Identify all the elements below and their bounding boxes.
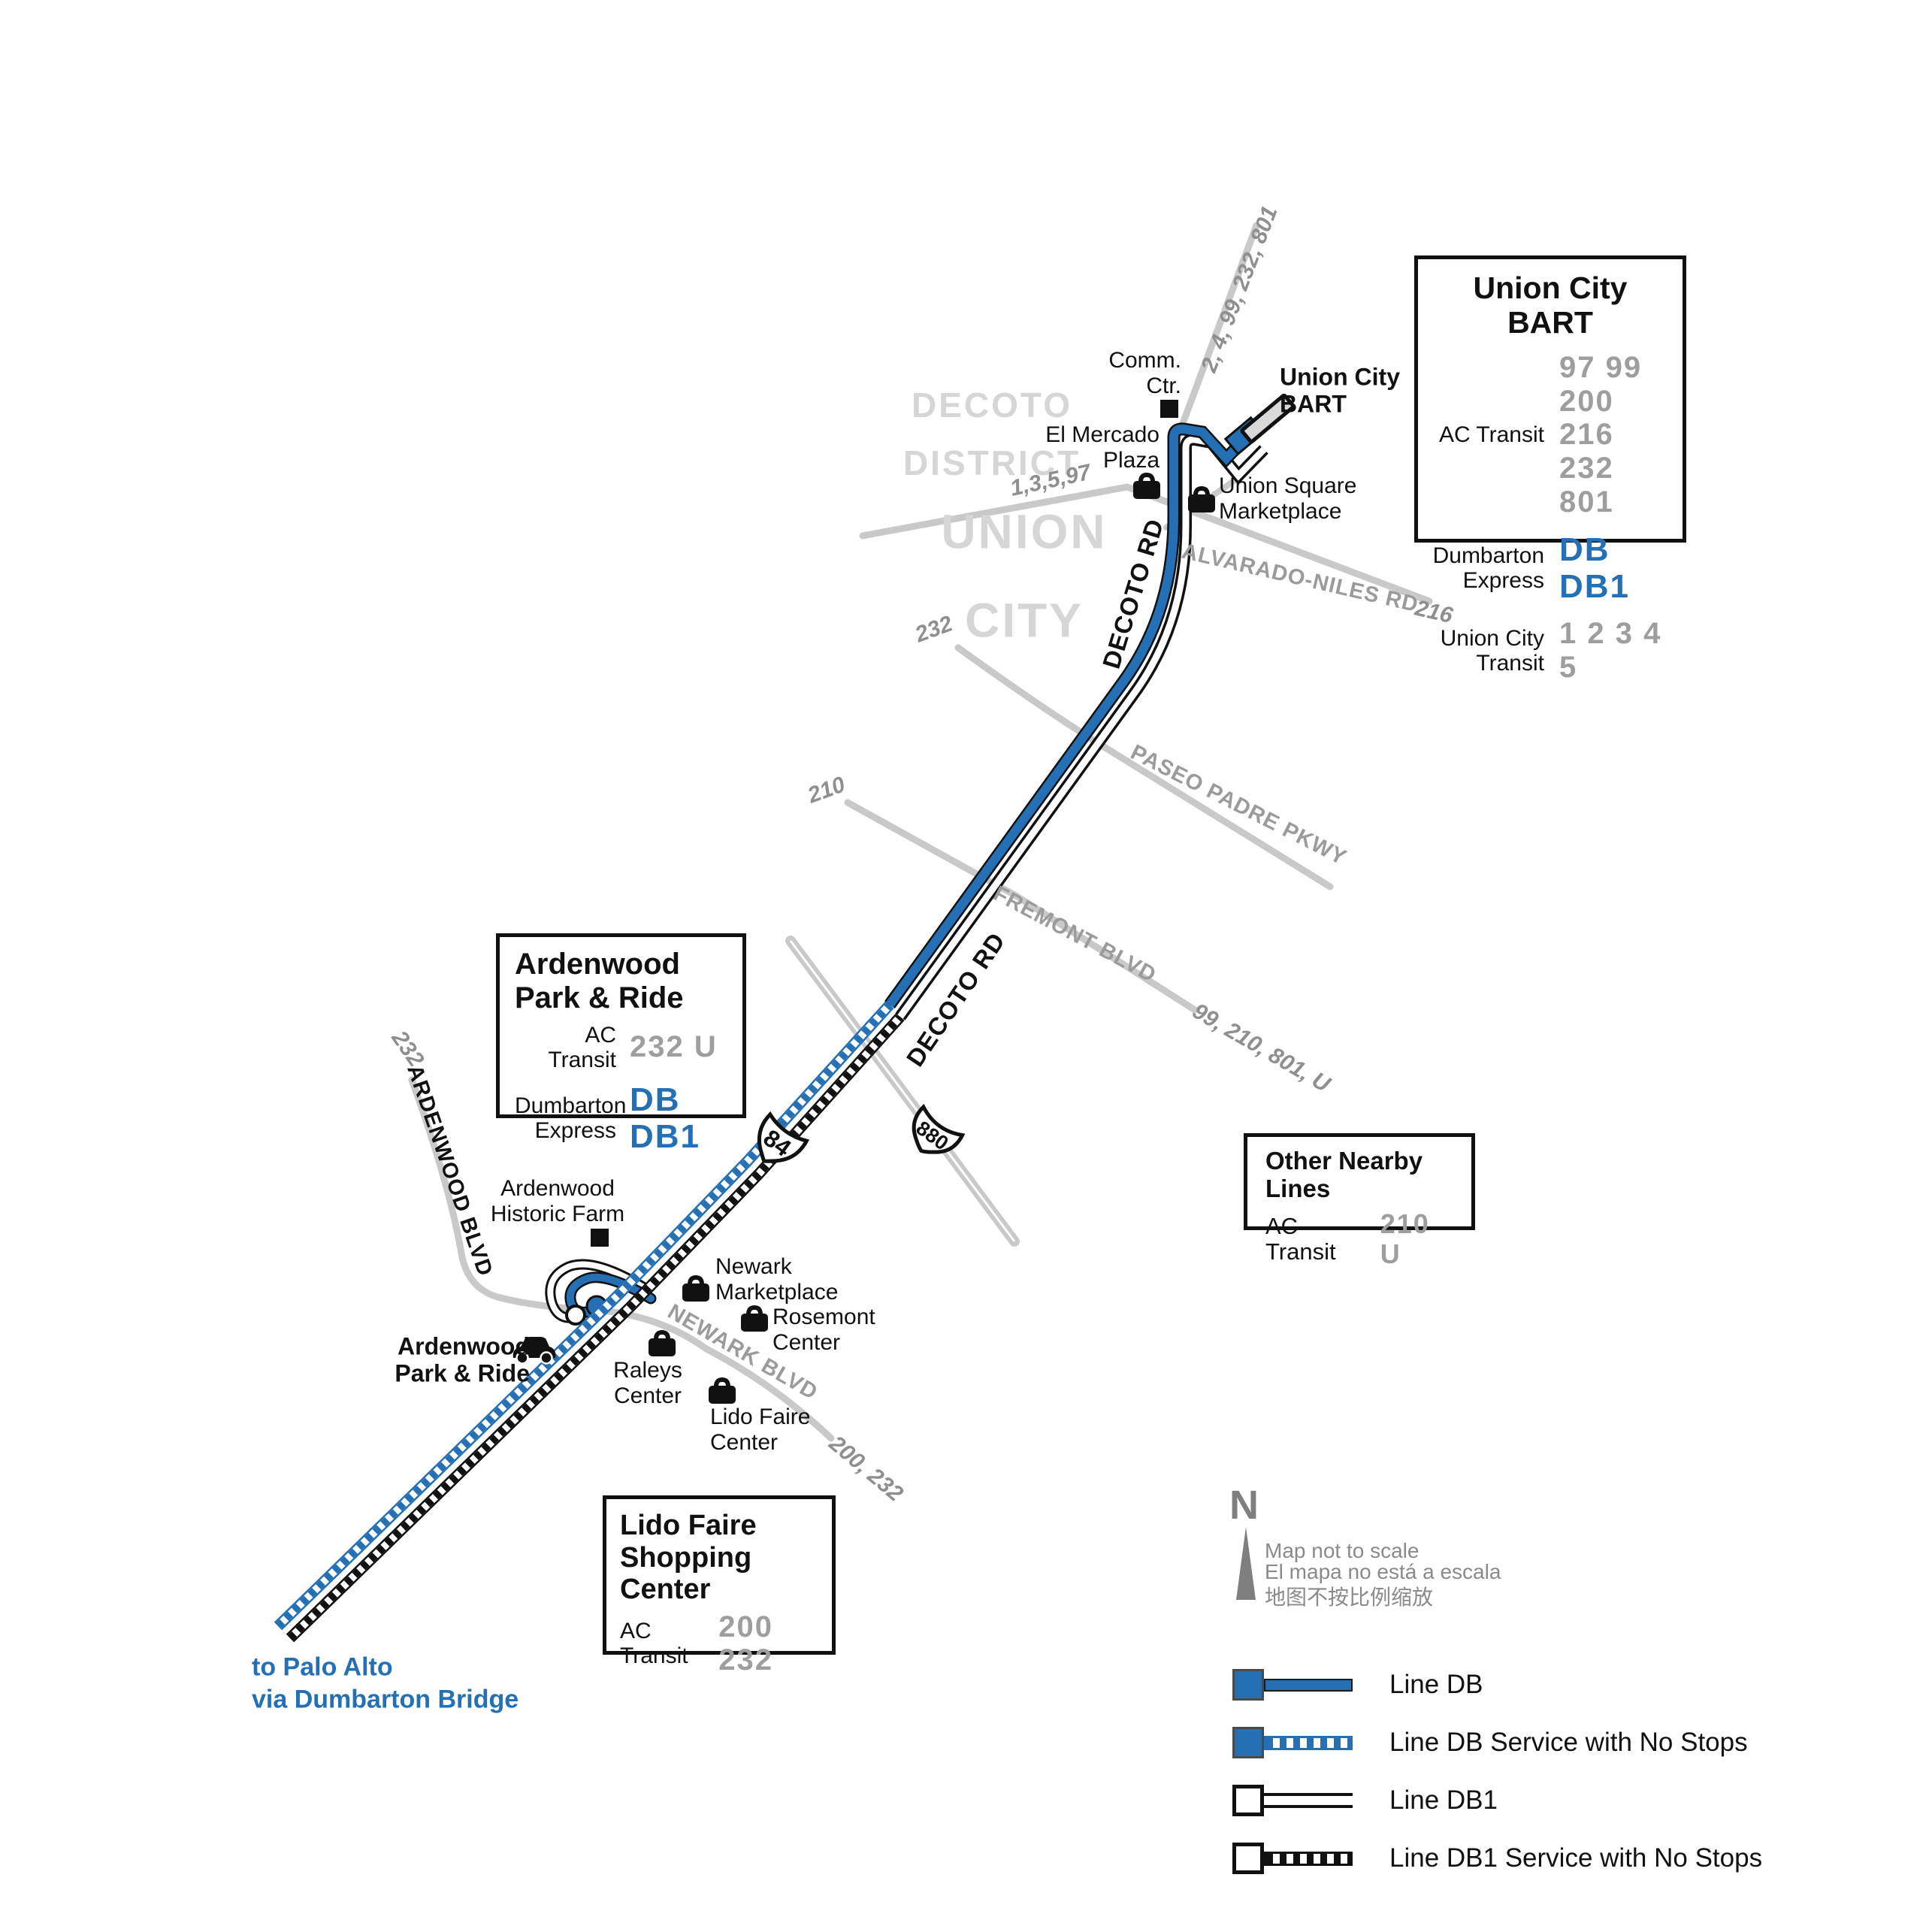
route-db1-no-stops [286,1012,905,1643]
info-box-title: Union City BART [1473,271,1628,340]
agency-label-ac-transit: AC Transit [1438,422,1544,448]
bart-station-icon [1240,393,1296,444]
scale-note-es: El mapa no está a escala [1265,1560,1501,1583]
line-db1-swatch-icon [1232,1785,1386,1816]
route-db-solid [884,422,1254,1008]
union-square-bag-icon [1188,488,1215,512]
scale-note-zh: 地图不按比例缩放 [1265,1586,1434,1609]
landmark-label-newark-marketplace: Newark Marketplace [715,1253,839,1305]
landmark-label-lido-faire: Lido Faire Center [710,1404,811,1455]
legend-item-line-db1: Line DB1 [1232,1785,1762,1816]
legend-item-line-db-no-stops: Line DB Service with No Stops [1232,1727,1762,1758]
landmark-label-rosemont: Rosemont Center [772,1304,875,1355]
el-mercado-bag-icon [1133,475,1160,499]
line-db1-no-stops-swatch-icon [1232,1843,1386,1874]
info-box-union-city-bart: Union City BART AC Transit 97 99 200 216… [1414,255,1686,684]
interstate-880-shield: 880 [912,1103,966,1155]
agency-label-ac-transit: AC Transit [548,1022,616,1072]
road-alvarado-niles [859,483,1433,605]
legend-item-line-db: Line DB [1232,1669,1762,1701]
district-label-district: DISTRICT [903,443,1081,482]
agency-routes-dumbarton-express: DB DB1 [630,1081,701,1155]
agency-label-union-city-transit: Union City Transit [1440,626,1544,676]
info-box-title: Ardenwood Park & Ride [515,948,684,1014]
agency-routes-union-city-transit: 1 2 3 4 5 [1559,617,1662,685]
landmark-label-union-square: Union Square Marketplace [1219,473,1357,524]
legend-item-line-db1-no-stops: Line DB1 Service with No Stops [1232,1843,1762,1874]
lido-faire-bag-icon [709,1380,736,1404]
comm-ctr-square-icon [1160,400,1178,418]
ardenwood-farm-square-icon [591,1229,609,1247]
info-box-ardenwood: Ardenwood Park & Ride AC Transit 232 U D… [496,933,746,1155]
road-fremont-blvd [844,799,1199,1014]
legend-label: Line DB [1389,1670,1483,1699]
line-db-swatch-icon [1232,1669,1386,1701]
destination-label-palo-alto: to Palo Alto via Dumbarton Bridge [252,1652,519,1714]
landmark-label-el-mercado: El Mercado Plaza [1045,422,1160,473]
city-label-city: CITY [965,593,1084,648]
newark-marketplace-bag-icon [682,1277,709,1302]
db1-loop-stop-icon [565,1305,586,1326]
line-db-no-stops-swatch-icon [1232,1727,1386,1758]
north-label: N [1229,1483,1259,1528]
landmark-label-ardenwood-pnr: Ardenwood Park & Ride [395,1332,530,1387]
road-bart-north [1173,222,1260,443]
city-label-union: UNION [941,504,1108,559]
info-box-title: Lido Faire Shopping Center [620,1510,757,1606]
rosemont-bag-icon [741,1308,768,1332]
info-box-title: Other Nearby Lines [1265,1147,1423,1202]
route-db1-loop [545,1259,650,1323]
freeway-880 [785,936,1020,1247]
district-label-decoto: DECOTO [912,385,1072,425]
agency-label-ac-transit: AC Transit [620,1619,688,1669]
agency-routes-dumbarton-express: DB DB1 [1559,531,1631,606]
agency-routes-ac-transit: 97 99 200 216 232 801 [1559,350,1643,519]
scale-note-en: Map not to scale [1265,1539,1420,1562]
legend-label: Line DB Service with No Stops [1389,1728,1748,1757]
info-box-lido-faire: Lido Faire Shopping Center AC Transit 20… [603,1495,836,1677]
agency-label-dumbarton-express: Dumbarton Express [515,1093,627,1143]
agency-label-ac-transit: AC Transit [1265,1213,1336,1265]
agency-routes-ac-transit: 200 232 [718,1610,773,1677]
north-arrow-icon [1236,1527,1256,1600]
landmark-label-union-city-bart: Union City BART [1280,363,1400,418]
landmark-label-ardenwood-farm: Ardenwood Historic Farm [490,1175,625,1226]
legend-label: Line DB1 Service with No Stops [1389,1843,1763,1873]
agency-routes-ac-transit: 210 U [1380,1208,1430,1270]
route-db-no-stops [274,1000,894,1631]
agency-routes-ac-transit: 232 U [630,1030,718,1064]
legend-label: Line DB1 [1389,1785,1498,1815]
landmark-label-comm-ctr: Comm. Ctr. [1108,347,1181,398]
legend: Line DB Line DB Service with No Stops Li… [1232,1669,1762,1874]
agency-label-dumbarton-express: Dumbarton Express [1432,543,1544,594]
raleys-bag-icon [649,1332,676,1356]
info-box-other-nearby: Other Nearby Lines AC Transit 210 U [1244,1133,1475,1269]
landmark-label-raleys: Raleys Center [613,1357,682,1408]
route-db1-solid [895,433,1268,1020]
